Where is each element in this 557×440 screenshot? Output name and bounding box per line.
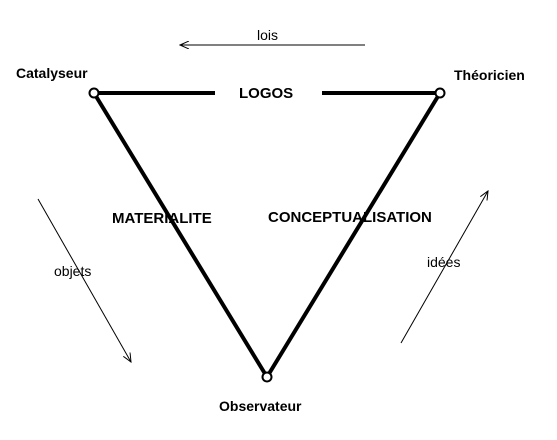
edge-top-label: LOGOS — [239, 85, 293, 102]
flow-right-label: idées — [427, 254, 460, 270]
flow-left-arrow — [37, 198, 131, 362]
node-catalyseur-label: Catalyseur — [16, 65, 88, 81]
node-catalyseur-marker — [88, 87, 100, 99]
edge-right — [265, 91, 442, 379]
flow-right-arrow — [400, 191, 488, 344]
edge-left — [92, 91, 269, 379]
node-theoricien-marker — [434, 87, 446, 99]
flow-top-label: lois — [257, 27, 278, 43]
edge-left-label: MATERIALITE — [112, 210, 212, 227]
flow-left-label: objets — [54, 263, 91, 279]
edge-right-label: CONCEPTUALISATION — [268, 209, 432, 226]
node-theoricien-label: Théoricien — [454, 67, 525, 83]
node-observateur-label: Observateur — [219, 398, 302, 414]
node-observateur-marker — [261, 371, 273, 383]
